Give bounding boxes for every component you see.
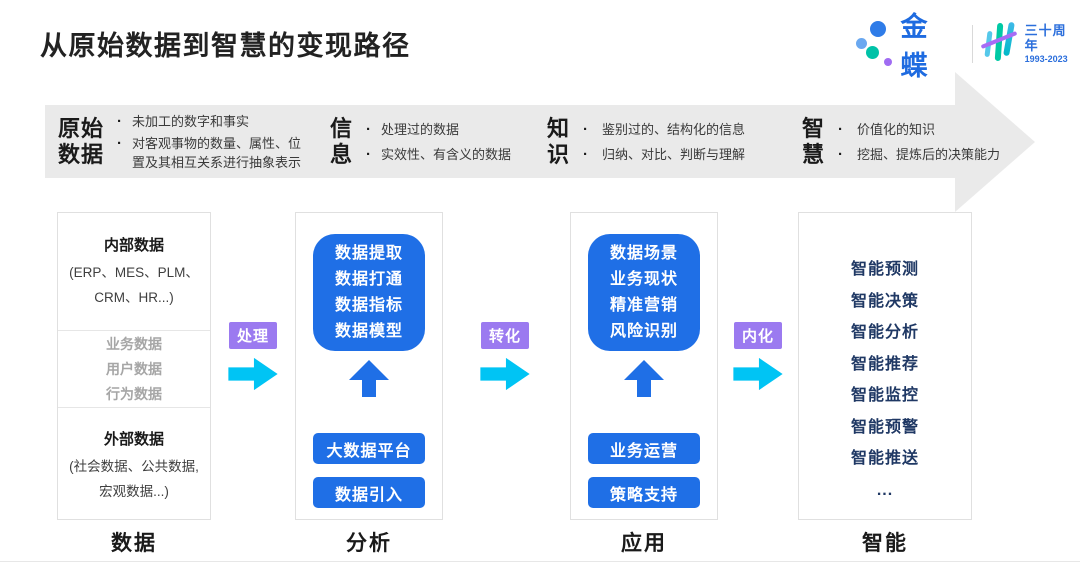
- stage-bullets: · 价值化的知识 · 挖掘、提炼后的决策能力: [838, 120, 1000, 164]
- bullet-text: 对客观事物的数量、属性、位置及其相互关系进行抽象表示: [132, 135, 302, 170]
- dikw-banner-body: [45, 105, 955, 178]
- middle-data-section: 业务数据 用户数据 行为数据: [58, 330, 210, 407]
- bullet-dot-icon: ·: [117, 112, 123, 130]
- page-title: 从原始数据到智慧的变现路径: [40, 31, 411, 61]
- column-label-application: 应用: [621, 532, 667, 555]
- intelligence-item: 智能推送: [850, 450, 919, 467]
- banner-stage-information: 信 息 · 处理过的数据 · 实效性、有含义的数据: [330, 105, 511, 178]
- bullet-text: 鉴别过的、结构化的信息: [602, 121, 746, 137]
- bullet-text: 未加工的数字和事实: [132, 113, 250, 129]
- internal-data-title: 内部数据: [103, 237, 164, 254]
- banner-stage-wisdom: 智 慧 · 价值化的知识 · 挖掘、提炼后的决策能力: [802, 105, 1000, 178]
- intelligence-item: 智能决策: [850, 292, 919, 310]
- column-label-data: 数据: [111, 532, 157, 555]
- logo-divider: [971, 25, 973, 63]
- data-type-item: 业务数据: [106, 335, 162, 352]
- anniversary-mark-icon: [980, 21, 1018, 67]
- internal-data-desc: (ERP、MES、PLM、: [69, 265, 199, 280]
- connector-internalize: 内化: [730, 322, 786, 392]
- column-label-intelligence: 智能: [862, 532, 908, 555]
- stage-bullets: · 未加工的数字和事实 · 对客观事物的数量、属性、位置及其相互关系进行抽象表示: [117, 112, 304, 172]
- stage-title: 知 识: [547, 115, 571, 167]
- bullet-text: 归纳、对比、判断与理解: [602, 146, 746, 162]
- bullet-dot-icon: ·: [366, 145, 372, 163]
- capability-item: 业务现状: [609, 270, 678, 288]
- stage-bullets: · 鉴别过的、结构化的信息 · 归纳、对比、判断与理解: [583, 120, 745, 164]
- external-data-desc: 宏观数据...): [99, 484, 169, 499]
- application-capability-box: 数据场景 业务现状 精准营销 风险识别: [588, 234, 700, 351]
- banner-stage-knowledge: 知 识 · 鉴别过的、结构化的信息 · 归纳、对比、判断与理解: [547, 105, 745, 178]
- intelligence-item-ellipsis: ...: [876, 481, 894, 499]
- right-arrow-icon: [480, 357, 530, 391]
- internal-data-section: 内部数据 (ERP、MES、PLM、 CRM、HR...): [58, 213, 210, 330]
- analysis-column-box: 数据提取 数据打通 数据指标 数据模型 大数据平台 数据引入: [295, 212, 443, 520]
- column-label-analysis: 分析: [346, 532, 392, 555]
- capability-item: 风险识别: [609, 322, 678, 340]
- stage-bullets: · 处理过的数据 · 实效性、有含义的数据: [366, 120, 511, 164]
- external-data-desc: (社会数据、公共数据,: [69, 459, 199, 474]
- bullet-dot-icon: ·: [117, 134, 123, 152]
- connector-label: 转化: [480, 322, 529, 349]
- analysis-capability-box: 数据提取 数据打通 数据指标 数据模型: [313, 234, 425, 351]
- right-arrow-icon: [733, 357, 783, 391]
- kingdee-dots-icon: [853, 18, 897, 70]
- intelligence-item: 智能分析: [850, 324, 919, 341]
- bullet-text: 处理过的数据: [381, 121, 460, 137]
- brand-name: 金蝶: [900, 12, 930, 81]
- capability-item: 数据场景: [609, 244, 678, 262]
- intelligence-item: 智能预测: [850, 261, 919, 278]
- bullet-dot-icon: ·: [583, 145, 589, 163]
- up-arrow-icon: [624, 360, 664, 397]
- capability-item: 数据提取: [334, 244, 403, 262]
- intelligence-item: 智能预警: [850, 418, 919, 436]
- data-type-item: 行为数据: [106, 385, 162, 402]
- banner-stage-raw-data: 原始 数据 · 未加工的数字和事实 · 对客观事物的数量、属性、位置及其相互关系进行…: [58, 105, 304, 178]
- internal-data-desc: CRM、HR...): [94, 290, 174, 305]
- connector-process: 处理: [225, 322, 281, 392]
- intelligence-item: 智能推荐: [850, 355, 919, 373]
- stage-title: 原始 数据: [58, 115, 105, 167]
- anniversary-text: 三十周年 1993-2023: [1024, 22, 1080, 64]
- connector-label: 处理: [228, 322, 277, 349]
- stage-title: 智 慧: [802, 115, 826, 167]
- platform-item: 数据引入: [313, 477, 425, 508]
- data-column-box: 内部数据 (ERP、MES、PLM、 CRM、HR...) 业务数据 用户数据 …: [57, 212, 211, 520]
- platform-item: 大数据平台: [313, 433, 425, 464]
- dikw-banner-arrow-head-icon: [955, 72, 1035, 212]
- bullet-dot-icon: ·: [366, 120, 372, 138]
- application-column-box: 数据场景 业务现状 精准营销 风险识别 业务运营 策略支持: [570, 212, 718, 520]
- platform-item: 业务运营: [588, 433, 700, 464]
- kingdee-logo: 金蝶 三十周年 1993-2023: [853, 12, 1080, 81]
- intelligence-item: 智能监控: [850, 387, 919, 404]
- bullet-text: 挖掘、提炼后的决策能力: [857, 146, 1001, 162]
- connector-transform: 转化: [477, 322, 533, 392]
- capability-item: 数据指标: [334, 296, 403, 314]
- right-arrow-icon: [228, 357, 278, 391]
- platform-item: 策略支持: [588, 477, 700, 508]
- stage-title: 信 息: [330, 115, 354, 167]
- capability-item: 精准营销: [609, 296, 678, 314]
- data-type-item: 用户数据: [106, 360, 162, 377]
- bullet-dot-icon: ·: [838, 120, 844, 138]
- external-data-title: 外部数据: [103, 431, 164, 448]
- intelligence-column-box: 智能预测 智能决策 智能分析 智能推荐 智能监控 智能预警 智能推送 ...: [798, 212, 972, 520]
- capability-item: 数据模型: [334, 322, 403, 340]
- bullet-text: 价值化的知识: [857, 121, 936, 137]
- connector-label: 内化: [733, 322, 782, 349]
- capability-item: 数据打通: [334, 270, 403, 288]
- bullet-text: 实效性、有含义的数据: [381, 146, 512, 162]
- up-arrow-icon: [349, 360, 389, 397]
- external-data-section: 外部数据 (社会数据、公共数据, 宏观数据...): [58, 407, 210, 519]
- bullet-dot-icon: ·: [838, 145, 844, 163]
- anniversary-title: 三十周年: [1024, 22, 1067, 53]
- anniversary-years: 1993-2023: [1024, 53, 1068, 64]
- bullet-dot-icon: ·: [583, 120, 589, 138]
